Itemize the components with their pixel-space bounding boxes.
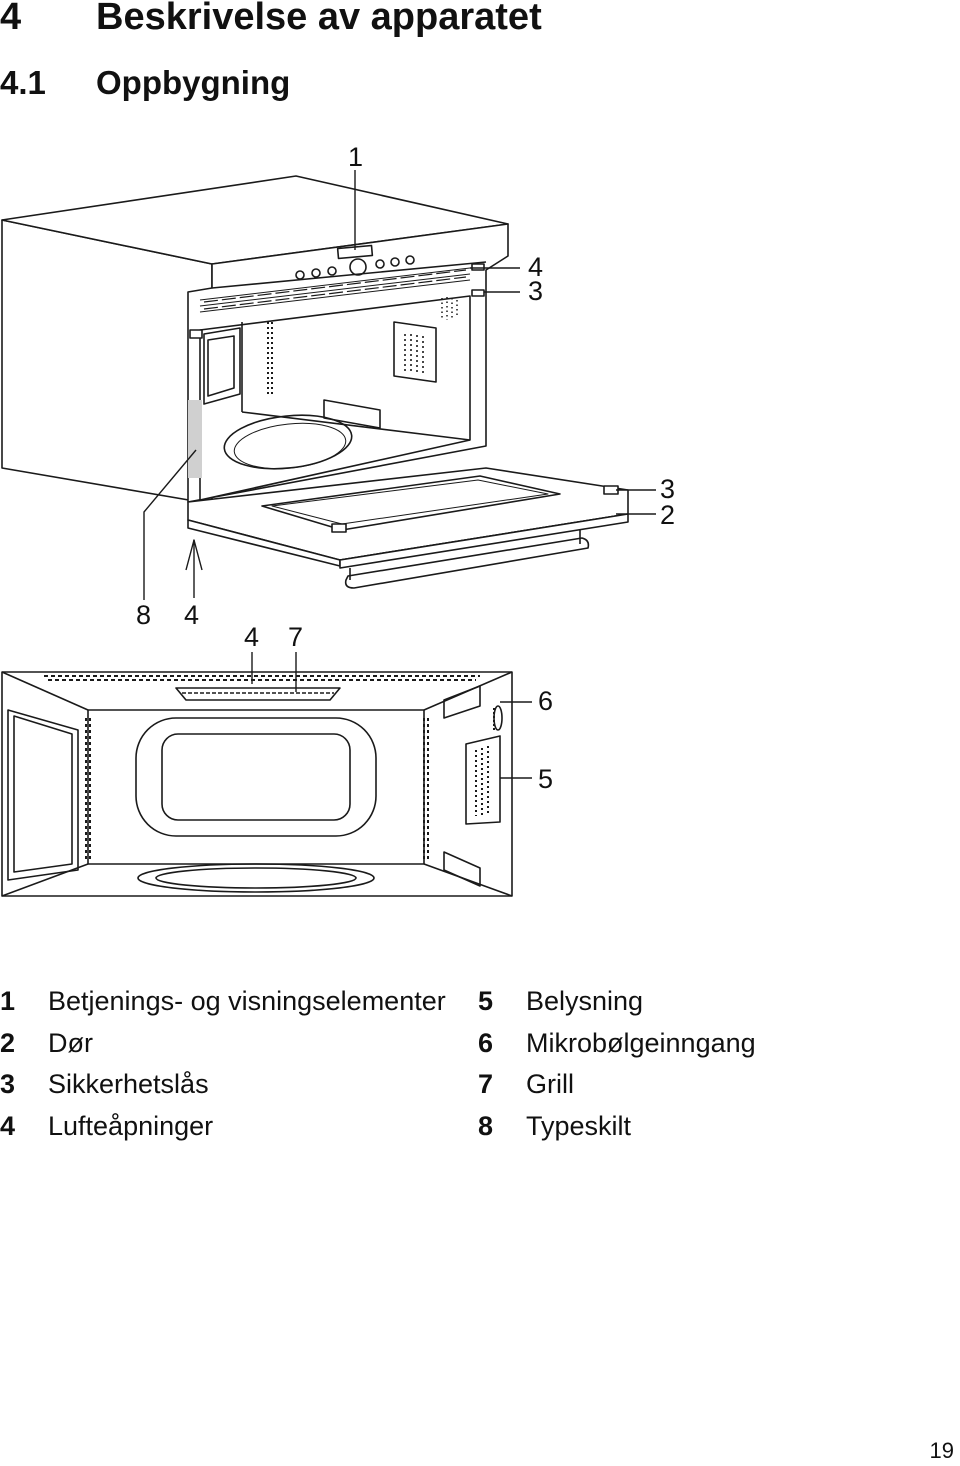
subsection-heading: 4.1 Oppbygning — [0, 64, 290, 102]
subsection-number: 4.1 — [0, 64, 46, 101]
callout-5: 5 — [538, 764, 553, 794]
section-number: 4 — [0, 0, 22, 38]
callout-1: 1 — [348, 142, 363, 172]
cabinet-side-panel — [1, 219, 213, 505]
callout-7: 7 — [288, 622, 303, 652]
door-handle — [344, 537, 590, 589]
callout-2: 2 — [660, 500, 675, 530]
appliance-illustration: 1 4 3 3 2 8 4 4 7 6 5 — [1, 142, 675, 897]
section-title: Beskrivelse av apparatet — [96, 0, 542, 38]
callout-3-door: 3 — [660, 474, 675, 504]
type-plate — [188, 400, 202, 478]
callout-4-top: 4 — [528, 252, 543, 282]
grill-element — [175, 687, 341, 701]
callout-6: 6 — [538, 686, 553, 716]
callout-4-side: 4 — [184, 600, 199, 630]
callout-3-top: 3 — [528, 276, 543, 306]
section-heading: 4 Beskrivelse av apparatet — [0, 0, 542, 39]
page-number: 19 — [929, 1438, 954, 1463]
light-grille — [465, 735, 501, 825]
subsection-title: Oppbygning — [96, 64, 291, 101]
callout-4-front: 4 — [244, 622, 259, 652]
cavity-front-view — [1, 671, 513, 897]
callout-8: 8 — [136, 600, 151, 630]
